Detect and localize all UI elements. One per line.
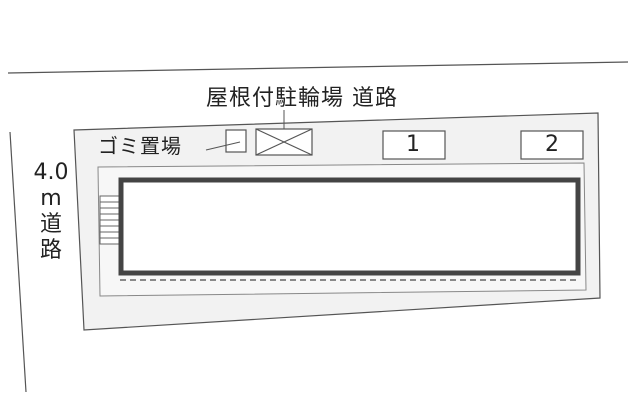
- left-road-label: 4.0 m 道 路: [28, 160, 74, 264]
- parking-space-1: [382, 130, 446, 160]
- bicycle-parking-icon: [255, 128, 313, 156]
- road-edge-top: [7, 61, 629, 74]
- trash-leader-line: [205, 141, 241, 151]
- parking-space-2: [520, 130, 584, 160]
- left-road-label-line: m: [40, 186, 62, 211]
- left-road-label-line: 路: [39, 238, 62, 263]
- trash-area-box: [225, 129, 247, 153]
- building: [118, 177, 581, 276]
- parking-space-number: 1: [406, 132, 420, 157]
- trash-area-label: ゴミ置場: [98, 134, 182, 158]
- left-road-label-line: 4.0: [33, 160, 69, 185]
- stairs-icon: [99, 195, 121, 245]
- left-road-label-line: 道: [39, 212, 62, 237]
- bike-parking-road-label: 屋根付駐輪場 道路: [206, 86, 398, 111]
- road-edge-left: [9, 131, 27, 393]
- parking-space-number: 2: [545, 132, 559, 157]
